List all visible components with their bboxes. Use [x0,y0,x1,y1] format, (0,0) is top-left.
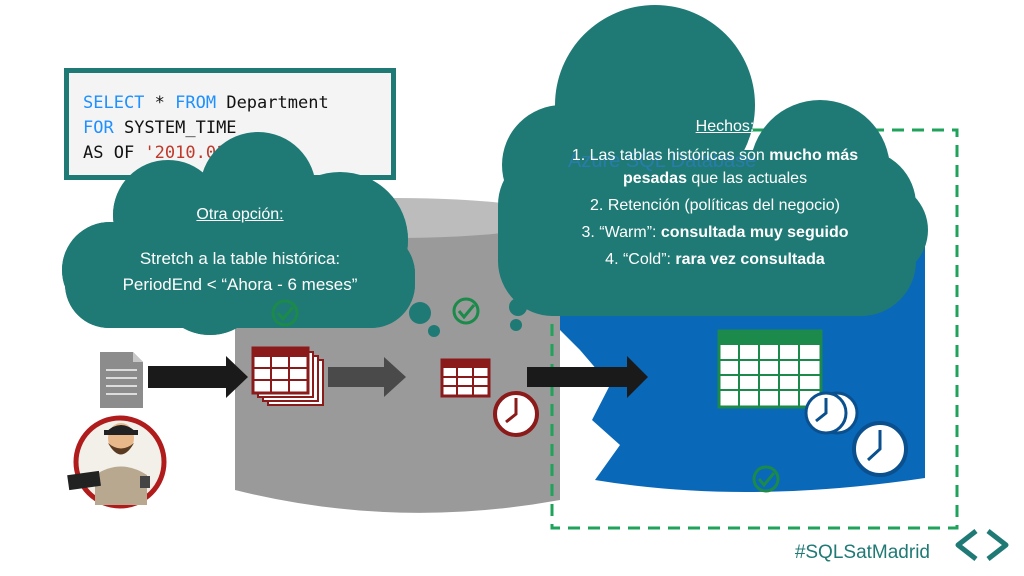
item-number: 4. [605,251,619,268]
sql-keyword: FOR [83,118,114,138]
item-text: Retención (políticas del negocio) [607,197,840,214]
sql-text: Department [216,93,329,113]
item-bold: consultada muy seguido [660,224,849,241]
item-text: Las tablas históricas son [589,147,770,164]
table-icon [440,358,491,398]
cloud-left-line1: Stretch a la table histórica: [139,249,341,268]
arrow-icon [527,356,648,398]
list-item: 4. “Cold”: rara vez consultada [520,248,910,271]
item-text: que las actuales [686,170,808,187]
clock-icon [852,421,908,477]
sql-text: AS OF [83,143,135,163]
item-number: 1. [571,147,586,164]
sql-text: * [144,93,176,113]
check-icon [452,297,480,325]
item-bold: pesadas [622,170,687,187]
cloud-left-line2: PeriodEnd < “Ahora - 6 meses” [122,275,358,294]
clock-icon [493,391,539,437]
item-text: “Warm”: [599,224,661,241]
item-bold: rara vez consultada [675,251,825,268]
item-text: “Cold”: [622,251,676,268]
sql-text: SYSTEM_TIME [113,118,237,138]
facts-list: Hechos: 1. Las tablas históricas son muc… [520,115,910,271]
event-hashtag: #SQLSatMadrid [794,542,930,563]
check-icon [752,465,780,493]
azure-label: Azure SQL Database [568,150,757,172]
sql-keyword: SELECT [83,93,145,113]
stretch-boundary [550,128,959,530]
sql-code-box: SELECT * FROM Department FOR SYSTEM_TIME… [64,68,396,180]
item-number: 2. [590,197,604,214]
list-item: 2. Retención (políticas del negocio) [520,194,910,217]
table-stack-icon [251,346,324,406]
check-icon [271,299,299,327]
item-bold: mucho más [769,147,859,164]
item-number: 3. [581,224,595,241]
list-item: 3. “Warm”: consultada muy seguido [520,221,910,244]
nav-chevrons-icon[interactable] [955,529,1009,561]
document-icon [100,352,143,408]
cloud-left-title: Otra opción: [196,206,284,223]
table-icon [717,329,823,409]
sql-keyword: FROM [175,93,217,113]
list-item: 1. Las tablas históricas son mucho más pe… [520,144,910,190]
cloud-right [498,5,928,316]
clock-icon [804,391,859,435]
arrow-icon [148,356,248,398]
cloud-left-text: Otra opción: Stretch a la table históric… [80,206,400,298]
arrow-icon [328,357,406,397]
thought-bubbles [409,298,527,337]
person-avatar-icon [67,415,167,509]
facts-title: Hechos: [695,118,755,135]
